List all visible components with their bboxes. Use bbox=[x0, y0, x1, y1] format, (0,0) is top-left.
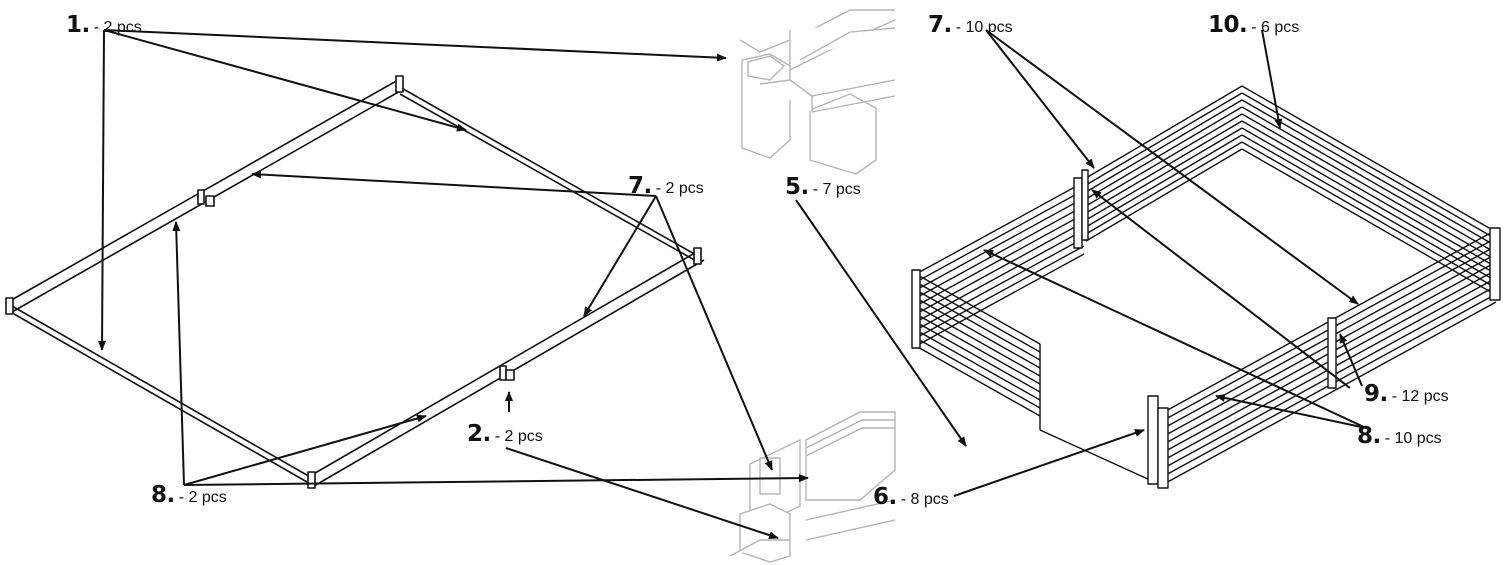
callout-number: 1. bbox=[66, 12, 90, 38]
wall-board bbox=[1241, 134, 1497, 282]
callout-part-9: 9.- 12 pcs bbox=[1364, 383, 1449, 406]
wall-board bbox=[1241, 120, 1497, 268]
wall-board bbox=[1085, 134, 1243, 228]
callout-number: 7. bbox=[628, 173, 652, 199]
wall-board bbox=[915, 221, 1085, 315]
leader-arrows bbox=[98, 29, 1367, 539]
callout-part-10: 10.- 6 pcs bbox=[1208, 14, 1299, 37]
callout-number: 7. bbox=[928, 12, 952, 38]
wall-board bbox=[1241, 106, 1497, 254]
wall-board bbox=[915, 213, 1085, 307]
callout-quantity: - 12 pcs bbox=[1391, 388, 1449, 405]
wall-board bbox=[915, 205, 1085, 299]
callout-part-7-frame: 7.- 2 pcs bbox=[628, 175, 704, 198]
wall-board bbox=[1085, 120, 1243, 214]
wall-board bbox=[915, 313, 1041, 385]
callout-part-6: 6.- 8 pcs bbox=[873, 486, 949, 509]
wall-board bbox=[915, 189, 1085, 283]
callout-part-2: 2.- 2 pcs bbox=[467, 423, 543, 446]
frame-center-joints bbox=[197, 189, 515, 381]
callout-quantity: - 10 pcs bbox=[955, 19, 1013, 36]
callout-part-8-box: 8.- 10 pcs bbox=[1357, 425, 1442, 448]
wall-board bbox=[915, 245, 1085, 339]
box-corner-posts bbox=[911, 169, 1501, 489]
wall-board bbox=[1241, 141, 1497, 289]
callout-quantity: - 10 pcs bbox=[1384, 430, 1442, 447]
wall-board bbox=[1241, 85, 1497, 233]
wall-board bbox=[915, 229, 1085, 323]
wall-board bbox=[915, 329, 1041, 401]
wall-board bbox=[915, 253, 1085, 347]
callout-quantity: - 2 pcs bbox=[494, 428, 543, 445]
frame-rail-left bbox=[11, 305, 315, 487]
callout-quantity: - 8 pcs bbox=[900, 491, 949, 508]
wall-board bbox=[1241, 113, 1497, 261]
wall-board bbox=[1085, 148, 1243, 242]
callout-number: 2. bbox=[467, 421, 491, 447]
wall-board bbox=[915, 289, 1041, 361]
wall-board bbox=[915, 305, 1041, 377]
frame-rail-top-left bbox=[7, 79, 403, 313]
joint-detail-top bbox=[739, 9, 896, 175]
callout-number: 9. bbox=[1364, 381, 1388, 407]
wall-board bbox=[1085, 106, 1243, 200]
wall-board bbox=[915, 321, 1041, 393]
wall-board bbox=[915, 237, 1085, 331]
assembled-box bbox=[911, 85, 1501, 489]
wall-board bbox=[915, 273, 1041, 345]
callout-part-7-box: 7.- 10 pcs bbox=[928, 14, 1013, 37]
wall-board bbox=[1085, 85, 1243, 179]
frame-rail-right bbox=[397, 85, 699, 263]
wall-board bbox=[1163, 301, 1497, 485]
callout-quantity: - 7 pcs bbox=[812, 181, 861, 198]
wall-board bbox=[915, 297, 1041, 369]
joint-detail-bottom bbox=[729, 411, 896, 563]
wall-board bbox=[1241, 99, 1497, 247]
wall-board bbox=[1241, 148, 1497, 296]
wall-board bbox=[1085, 92, 1243, 186]
callout-part-1: 1.- 2 pcs bbox=[66, 14, 142, 37]
wall-board bbox=[1085, 141, 1243, 235]
box-wall-left bbox=[915, 181, 1151, 481]
callout-part-8-frame: 8.- 2 pcs bbox=[151, 484, 227, 507]
box-wall-back bbox=[1085, 85, 1243, 242]
callout-part-5: 5.- 7 pcs bbox=[785, 176, 861, 199]
callout-quantity: - 6 pcs bbox=[1251, 19, 1300, 36]
wall-board bbox=[1085, 127, 1243, 221]
wall-board bbox=[915, 337, 1041, 409]
callout-number: 6. bbox=[873, 484, 897, 510]
wall-board bbox=[1241, 127, 1497, 275]
wall-board bbox=[915, 345, 1041, 417]
callout-quantity: - 2 pcs bbox=[178, 489, 227, 506]
callout-quantity: - 2 pcs bbox=[93, 19, 142, 36]
callout-quantity: - 2 pcs bbox=[655, 180, 704, 197]
callout-number: 10. bbox=[1208, 12, 1248, 38]
wall-board bbox=[1241, 92, 1497, 240]
callout-number: 8. bbox=[151, 482, 175, 508]
wall-board bbox=[915, 281, 1041, 353]
frame-end-posts bbox=[5, 75, 702, 489]
box-wall-right bbox=[1241, 85, 1497, 296]
callout-number: 5. bbox=[785, 174, 809, 200]
wall-board bbox=[915, 181, 1085, 275]
wall-edge bbox=[1039, 429, 1151, 481]
frame-rail-bottom-right bbox=[309, 249, 705, 487]
callout-number: 8. bbox=[1357, 423, 1381, 449]
wall-board bbox=[1085, 99, 1243, 193]
base-frame bbox=[5, 75, 705, 489]
wall-board bbox=[915, 197, 1085, 291]
